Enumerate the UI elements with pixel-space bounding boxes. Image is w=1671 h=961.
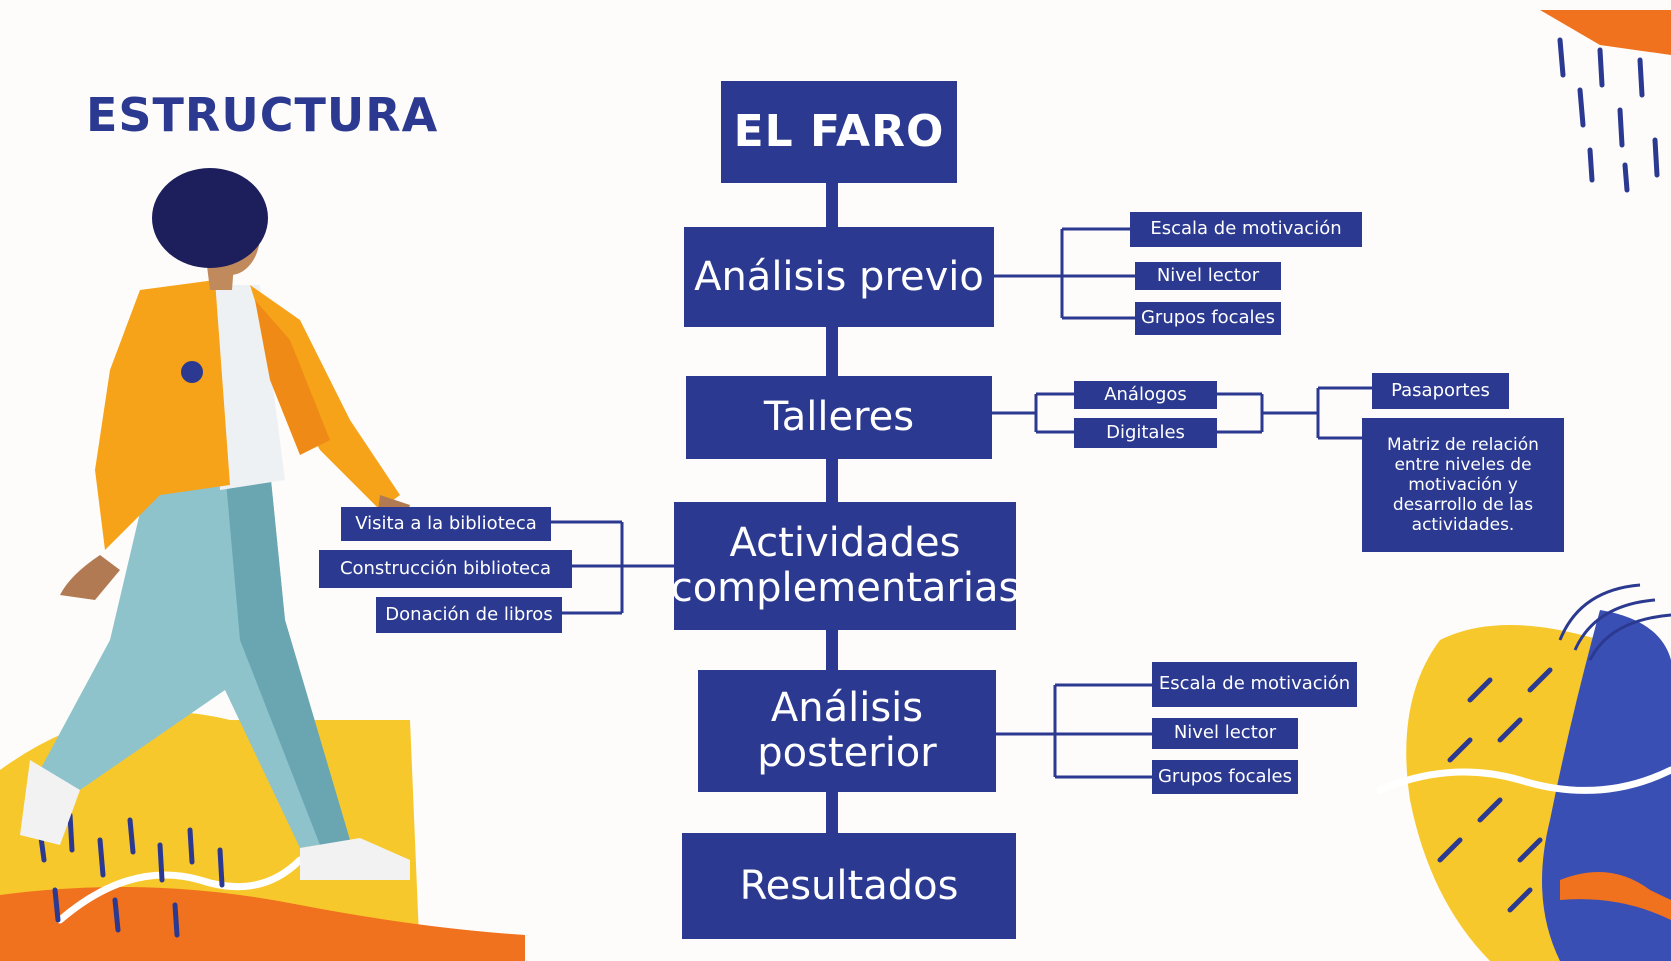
leaf-previo-grupos-focales: Grupos focales — [1135, 302, 1281, 335]
node-analisis-posterior-line1: Análisis — [770, 685, 924, 732]
leaf-posterior-grupos-focales: Grupos focales — [1152, 760, 1298, 794]
node-analisis-posterior-line2: posterior — [757, 730, 937, 776]
page-title: ESTRUCTURA — [86, 88, 439, 142]
leaf-talleres-digitales: Digitales — [1074, 418, 1217, 448]
node-analisis-previo: Análisis previo — [684, 227, 994, 327]
node-actividades-complementarias: Actividades complementarias — [671, 502, 1019, 630]
node-actividades-line1: Actividades — [729, 520, 961, 567]
leaf-previo-escala-motivacion: Escala de motivación — [1130, 212, 1362, 247]
leaf-previo-nivel-lector: Nivel lector — [1135, 262, 1281, 290]
leaf-posterior-nivel-lector: Nivel lector — [1152, 718, 1298, 749]
node-talleres: Talleres — [686, 376, 992, 459]
leaf-talleres-pasaportes: Pasaportes — [1372, 373, 1509, 409]
leaf-talleres-matriz: Matriz de relación entre niveles de moti… — [1362, 418, 1564, 552]
leaf-construccion-biblioteca: Construcción biblioteca — [319, 550, 572, 588]
leaf-talleres-analogos: Análogos — [1074, 381, 1217, 409]
node-analisis-posterior: Análisis posterior — [698, 670, 996, 792]
leaf-donacion-libros: Donación de libros — [376, 597, 562, 633]
leaf-visita-biblioteca: Visita a la biblioteca — [341, 507, 551, 541]
node-actividades-line2: complementarias — [670, 565, 1020, 611]
leaf-posterior-escala-motivacion: Escala de motivación — [1152, 662, 1357, 707]
node-resultados: Resultados — [682, 833, 1016, 939]
node-el-faro: EL FARO — [721, 81, 957, 183]
